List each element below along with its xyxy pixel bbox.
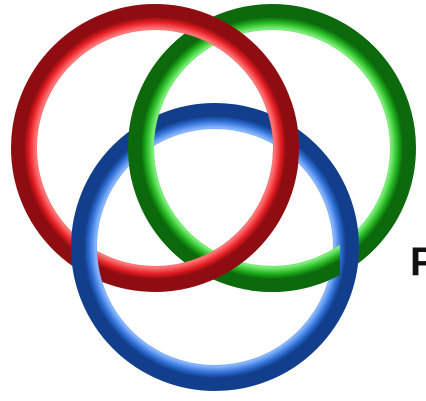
edge-text: P <box>410 242 426 282</box>
ring-green <box>141 17 403 279</box>
ring-blue <box>84 116 346 378</box>
